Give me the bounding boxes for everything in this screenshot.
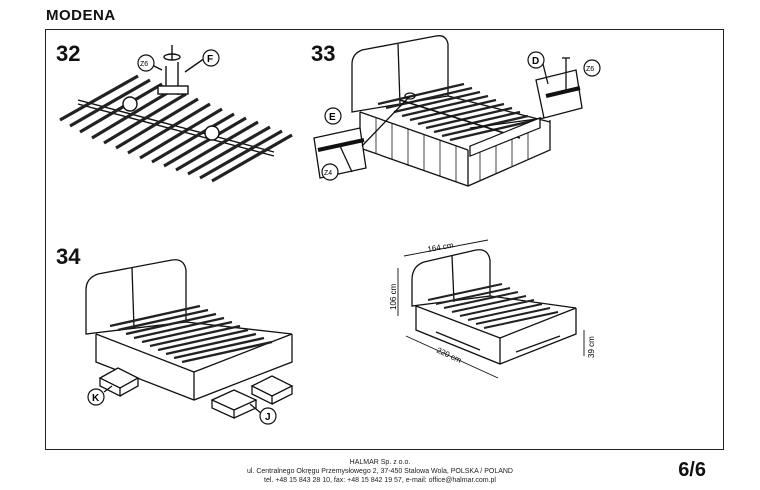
callout-f-label: F: [207, 54, 213, 65]
callout-e-label: E: [329, 112, 336, 123]
callout-k: [87, 388, 105, 406]
callout-f: [202, 49, 220, 67]
callout-e: [324, 107, 342, 125]
instruction-frame: [45, 29, 724, 450]
page-number: 6/6: [678, 459, 706, 481]
callout-d-label: D: [532, 56, 539, 67]
document-title: MODENA: [46, 7, 116, 24]
callout-z6-step33: [583, 59, 601, 77]
step-34-bed-with-drawers-drawing: [85, 259, 294, 420]
step-number-34: 34: [56, 244, 81, 269]
step-number-32: 32: [56, 41, 81, 66]
callout-j: [259, 407, 277, 425]
callout-z6-step33-label: Z6: [586, 66, 594, 73]
dimensioned-bed-drawing: [397, 239, 585, 379]
footer-address: ul. Centralnego Okręgu Przemysłowego 2, …: [246, 468, 513, 475]
callout-d: [527, 51, 545, 69]
callout-j-label: J: [265, 412, 271, 423]
callout-k-label: K: [92, 393, 100, 404]
dimension-length-label: 220 cm: [435, 346, 463, 365]
footer-company-name: HALMAR Sp. z o.o.: [349, 459, 411, 466]
callout-z6-step32-label: Z6: [140, 61, 148, 68]
dimension-base-height-label: 39 cm: [587, 336, 596, 358]
callout-z6-step32: [137, 54, 155, 72]
dimension-width-label: 164 cm: [427, 240, 455, 253]
step-number-33: 33: [311, 41, 336, 66]
callout-z4-label: Z4: [324, 170, 332, 177]
dimension-height-label: 106 cm: [389, 283, 398, 310]
callout-z4: [321, 163, 339, 181]
manufacturer-footer: HALMAR Sp. z o.o. ul. Centralnego Okręgu…: [200, 458, 560, 485]
footer-contact: tel. +48 15 843 28 10, fax: +48 15 842 1…: [264, 477, 496, 484]
step-32-slat-frame-drawing: [59, 45, 293, 183]
